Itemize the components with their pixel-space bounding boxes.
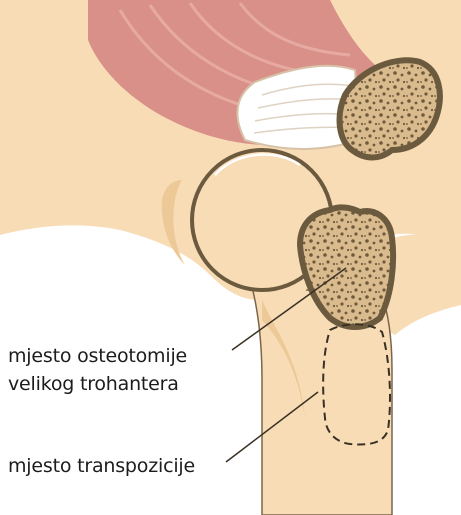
osteotomy-site-label-line1: mjesto osteotomije <box>8 342 187 370</box>
transposition-site-label: mjesto transpozicije <box>8 452 195 480</box>
osteotomy-site-label: mjesto osteotomije velikog trohantera <box>8 342 187 398</box>
lower-tissue-band <box>385 234 461 335</box>
osteotomy-site-label-line2: velikog trohantera <box>8 370 187 398</box>
